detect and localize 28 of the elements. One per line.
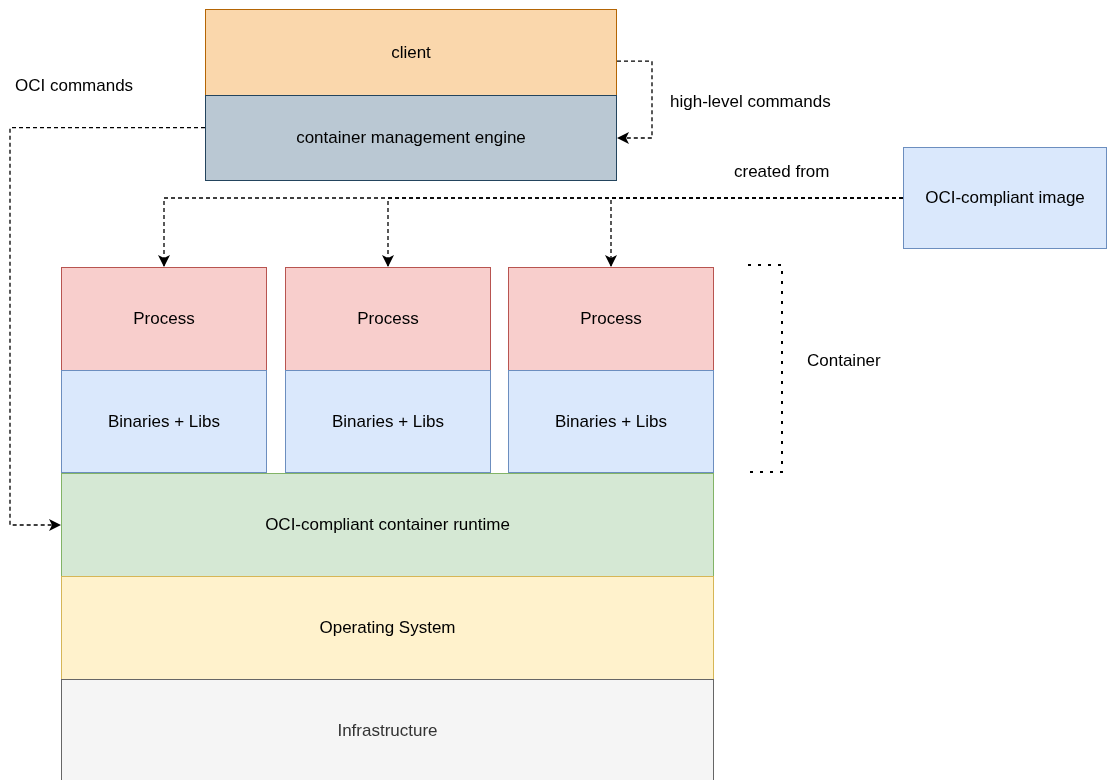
arrow (9, 127, 206, 531)
layer-box (205, 9, 617, 96)
process-box (508, 267, 714, 371)
node-label: OCI-compliant container runtime (265, 515, 510, 535)
node-label: container management engine (296, 128, 526, 148)
node-label: Infrastructure (337, 721, 438, 741)
layer-box (205, 95, 617, 181)
node-label: Binaries + Libs (108, 411, 220, 432)
node-label: Process (580, 309, 642, 329)
layer-box (61, 576, 714, 680)
library-box (61, 370, 267, 473)
arrow (605, 197, 904, 267)
node-label: OCI-compliant image (925, 188, 1085, 208)
edge-label: high-level commands (668, 92, 833, 112)
library-box (508, 370, 714, 473)
arrow (616, 60, 653, 144)
node-label: Process (133, 309, 195, 329)
library-box (285, 370, 491, 473)
layer-box (61, 679, 714, 780)
node-label: Process (357, 309, 419, 329)
process-box (61, 267, 267, 371)
node-label: Binaries + Libs (555, 411, 667, 432)
process-box (285, 267, 491, 371)
node-label: Binaries + Libs (332, 411, 444, 432)
node-label: Operating System (319, 618, 456, 638)
layer-box (61, 473, 714, 577)
node-label: client (391, 42, 431, 63)
image-box (903, 147, 1107, 249)
